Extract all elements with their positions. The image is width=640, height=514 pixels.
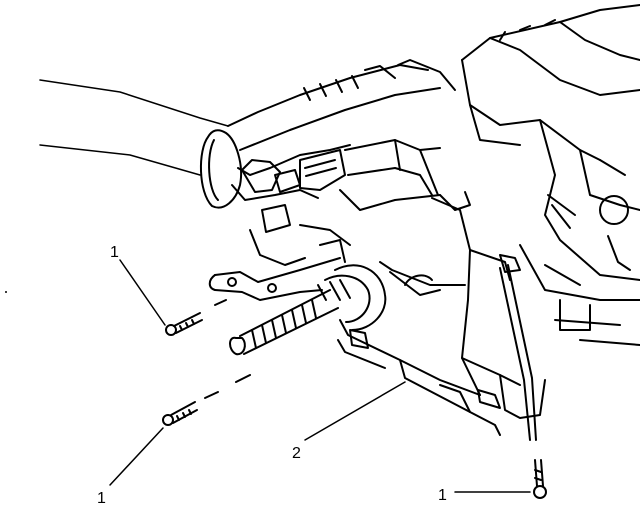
switch-body: [241, 139, 471, 266]
support-rod: [499, 264, 537, 441]
leader-bolt-lower-left: [109, 427, 164, 486]
leader-lines: [39, 79, 531, 493]
leader-bracket: [304, 381, 406, 441]
ignition-lock-housing: [199, 59, 456, 209]
bolt-lower-right: [533, 459, 547, 499]
leader-upper-wire-1: [39, 79, 229, 127]
stray-dot: [5, 291, 7, 293]
callout-bolt-lower-left: 1: [97, 490, 106, 507]
leader-bolt-upper-left: [119, 259, 166, 326]
column-bracket: [337, 197, 546, 436]
callout-bracket: 2: [292, 445, 301, 462]
steering-shaft: [229, 264, 387, 356]
leader-upper-wire-2: [39, 144, 201, 176]
bolt-upper-left: [165, 299, 227, 336]
vehicle-structure: [461, 4, 640, 346]
bolt-lower-left: [162, 374, 251, 426]
callout-bolt-lower-right: 1: [438, 487, 447, 504]
lever-arm: [208, 239, 346, 301]
callout-bolt-upper-left: 1: [110, 244, 119, 261]
